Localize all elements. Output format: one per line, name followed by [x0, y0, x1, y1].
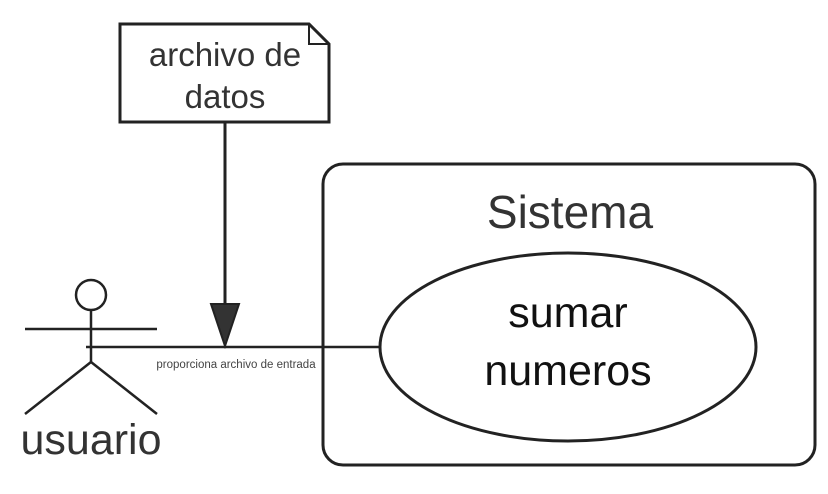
actor-left-leg	[24, 361, 92, 415]
use-case-line-2: numeros	[484, 347, 651, 395]
association-label: proporciona archivo de entrada	[156, 359, 316, 371]
use-case-sumar-numeros: sumar numeros	[378, 251, 758, 443]
association: proporciona archivo de entrada	[86, 345, 381, 371]
actor-right-leg	[90, 361, 158, 415]
note-body	[118, 22, 331, 124]
actor-usuario: usuario	[20, 278, 162, 464]
use-case-line-1: sumar	[508, 289, 627, 337]
actor-name: usuario	[20, 416, 161, 464]
note-line-1: archivo de	[149, 36, 301, 73]
note-line-2: datos	[185, 78, 266, 115]
note-fold	[308, 24, 329, 45]
note-arrow-head	[209, 303, 241, 350]
note-arrow	[209, 122, 241, 350]
system-title: Sistema	[487, 186, 654, 238]
note-archivo-de-datos: archivo de datos	[118, 22, 331, 124]
actor-head	[74, 278, 108, 312]
